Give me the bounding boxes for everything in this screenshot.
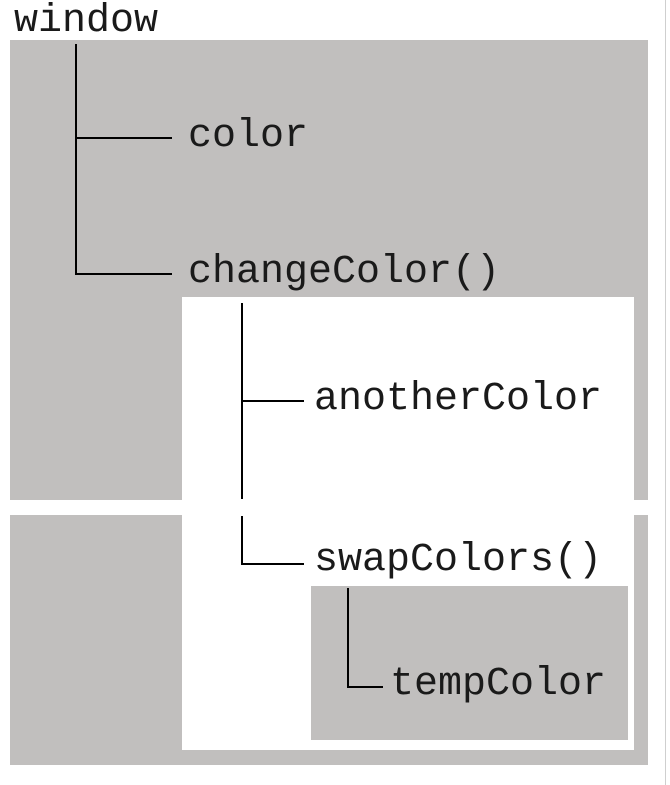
swap-colors-trunk-line (347, 588, 349, 688)
label-temp-color: tempColor (390, 662, 607, 707)
color-branch-line (75, 137, 172, 139)
change-color-trunk-line-bottom (241, 516, 243, 565)
label-swap-colors: swapColors() (314, 538, 603, 583)
another-color-branch-line (241, 400, 304, 402)
page-edge-line (665, 0, 666, 785)
label-change-color: changeColor() (188, 250, 501, 295)
swap-colors-scope-region (311, 586, 628, 740)
label-another-color: anotherColor (314, 377, 603, 422)
change-color-branch-line (75, 273, 172, 275)
swap-colors-branch-line (241, 563, 304, 565)
window-trunk-line (75, 44, 77, 275)
label-color: color (188, 114, 309, 159)
temp-color-branch-line (347, 686, 383, 688)
label-window: window (14, 0, 159, 44)
